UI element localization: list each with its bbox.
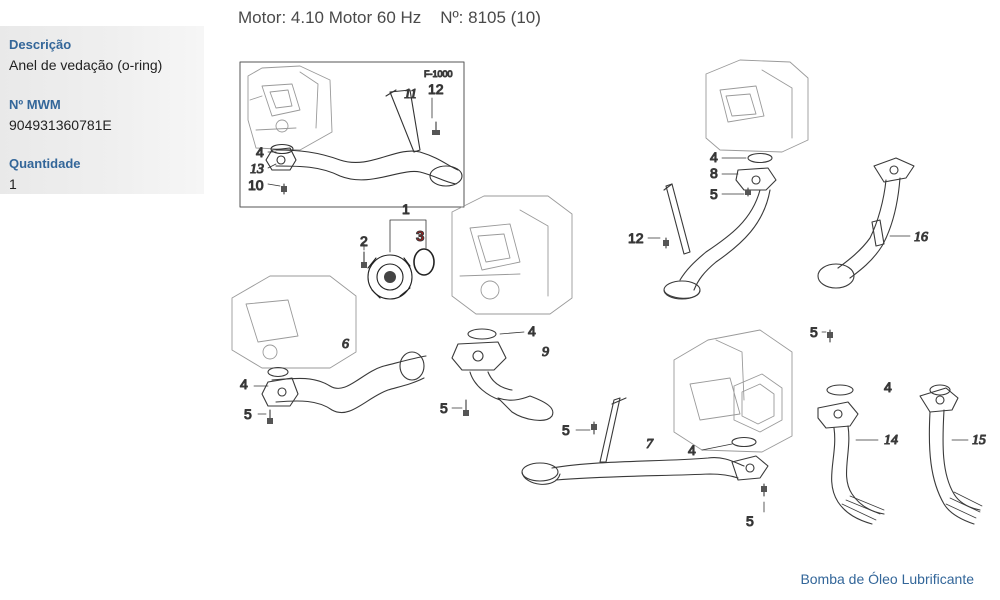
callout-5-lower-center: 5 [746, 513, 754, 529]
callout-8: 8 [710, 165, 718, 181]
callout-5-lower-left: 5 [562, 422, 570, 438]
callout-16: 16 [914, 230, 928, 245]
mwm-number-value: 904931360781E [9, 117, 112, 133]
screw-5-upper-right [745, 187, 751, 197]
callout-4-inset: 4 [256, 144, 264, 160]
callout-1: 1 [402, 201, 410, 217]
callout-6: 6 [342, 337, 349, 352]
quantity-value: 1 [9, 176, 17, 192]
callout-13: 13 [250, 162, 264, 177]
callout-4-center: 4 [528, 323, 536, 339]
pipe-9-screw [463, 399, 469, 416]
callout-7: 7 [646, 437, 654, 452]
quantity-label: Quantidade [9, 156, 81, 171]
callout-15: 15 [972, 433, 986, 448]
inset-o-ring [270, 143, 294, 155]
callout-11: 11 [404, 87, 417, 102]
callout-4-lower: 4 [688, 442, 696, 458]
oil-pump-1 [367, 254, 413, 300]
pickup-pipe-7 [521, 436, 769, 485]
callout-10: 10 [248, 177, 264, 193]
inset-leader-lines [267, 97, 433, 187]
description-value: Anel de vedação (o-ring) [9, 57, 163, 73]
callout-9: 9 [542, 345, 549, 360]
upper-right-engine-block [705, 59, 809, 153]
callout-2: 2 [360, 233, 368, 249]
inset-frame [239, 61, 465, 208]
callout-12-inset: 12 [428, 81, 444, 97]
screw-5-lower-center [761, 483, 767, 497]
callout-5-left: 5 [244, 406, 252, 422]
lower-engine-block [673, 329, 793, 453]
mwm-number-label: Nº MWM [9, 97, 61, 112]
callout-14: 14 [884, 433, 898, 448]
pickup-pipe-15 [919, 384, 983, 525]
bracket-7 [599, 397, 627, 463]
oil-pump-section-link[interactable]: Bomba de Óleo Lubrificante [800, 571, 974, 587]
callout-5-upper-right: 5 [710, 186, 718, 202]
pickup-pipe-16 [817, 157, 915, 289]
central-engine-block [231, 195, 573, 369]
inset-screw-10 [281, 183, 287, 195]
screw-12-right [663, 237, 669, 249]
inset-screw-12 [432, 121, 440, 135]
pickup-pipe-upper-right [663, 152, 777, 300]
inset-pickup-pipe-13 [265, 143, 463, 187]
screw-5-lone [827, 329, 833, 343]
o-ring-3-highlight [413, 248, 435, 276]
callout-4-far-right: 4 [884, 379, 892, 395]
pickup-pipe-14 [817, 384, 885, 525]
callout-4-upper-right: 4 [710, 149, 718, 165]
part-info-panel: Descrição Anel de vedação (o-ring) Nº MW… [0, 26, 204, 194]
bracket-upper-right [663, 183, 691, 255]
inset-engine-block [247, 65, 333, 151]
pump-leader-lines [363, 219, 427, 253]
callout-4-left: 4 [240, 376, 248, 392]
screw-5-lower-left [591, 421, 597, 435]
diagram-ref-label: F-1000 [424, 69, 453, 79]
pickup-pipe-9 [451, 328, 554, 421]
pickup-pipe-6 [261, 351, 427, 413]
inset-bracket-11 [385, 89, 421, 153]
callout-12-right: 12 [628, 230, 644, 246]
callout-5-lone: 5 [810, 324, 818, 340]
callout-5-center: 5 [440, 400, 448, 416]
pipe-6-screw [267, 409, 273, 424]
callout-3-highlight: 3 [416, 228, 424, 245]
pump-screw-2 [361, 251, 367, 268]
page-title: Motor: 4.10 Motor 60 Hz Nº: 8105 (10) [238, 8, 541, 27]
description-label: Descrição [9, 37, 72, 52]
